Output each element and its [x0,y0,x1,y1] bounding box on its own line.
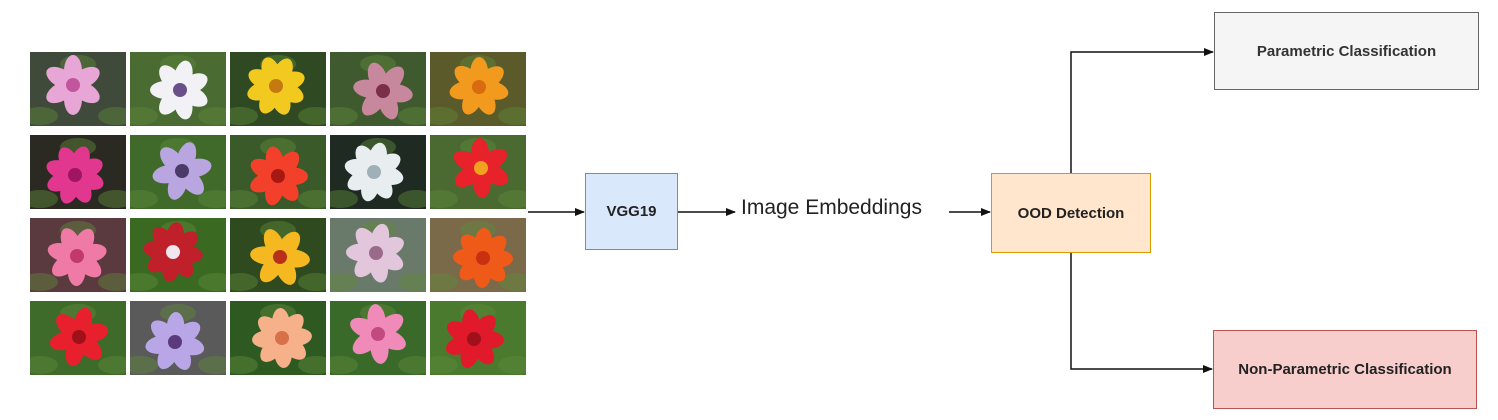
flower-photo-8 [230,135,326,209]
flower-photo-4 [330,52,426,126]
flower-photo-3 [230,52,326,126]
flower-photo-19 [330,301,426,375]
arrow-ood-to-parametric [1070,48,1214,173]
flower-photo-14 [330,218,426,292]
flower-photo-15 [430,218,526,292]
flower-photo-20 [430,301,526,375]
arrow-ood-to-non-parametric [1070,253,1213,373]
flower-photo-18 [230,301,326,375]
vgg19-label: VGG19 [606,203,657,220]
non-parametric-classification-label: Non-Parametric Classification [1238,361,1452,378]
flower-photo-12 [130,218,226,292]
flower-photo-7 [130,135,226,209]
flower-photo-16 [30,301,126,375]
flower-photo-9 [330,135,426,209]
flower-photo-2 [130,52,226,126]
flower-photo-6 [30,135,126,209]
vgg19-node: VGG19 [585,173,678,250]
parametric-classification-node: Parametric Classification [1214,12,1479,90]
ood-detection-node: OOD Detection [991,173,1151,253]
parametric-classification-label: Parametric Classification [1256,42,1437,60]
ood-detection-label: OOD Detection [1017,204,1125,222]
non-parametric-classification-node: Non-Parametric Classification [1213,330,1477,409]
image-embeddings-label: Image Embeddings [741,196,922,219]
flower-photo-13 [230,218,326,292]
flower-photo-5 [430,52,526,126]
flower-photo-10 [430,135,526,209]
flower-photo-1 [30,52,126,126]
flower-image-grid [30,52,528,375]
flower-photo-11 [30,218,126,292]
flower-photo-17 [130,301,226,375]
